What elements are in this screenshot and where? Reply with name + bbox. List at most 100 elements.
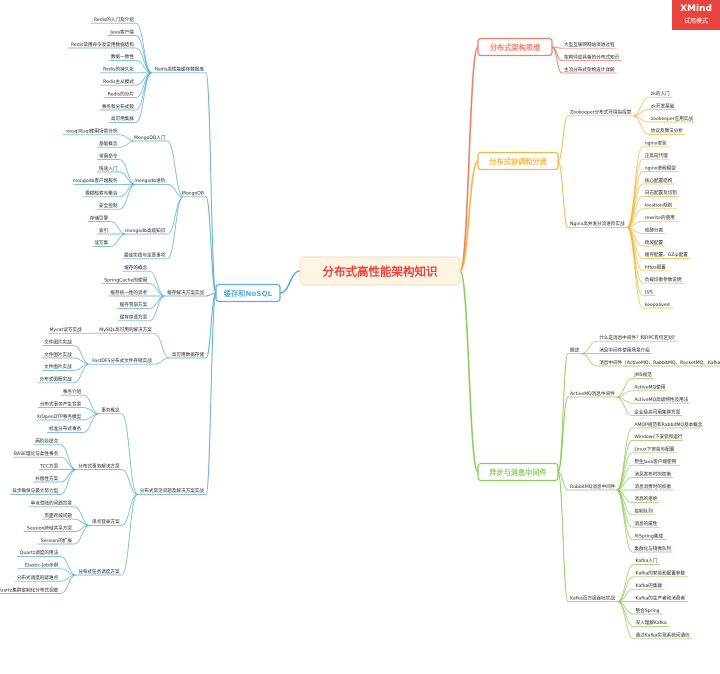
topic-node[interactable]: FastDFS分布式文件存储实战 bbox=[89, 357, 154, 365]
topic-node[interactable]: 什么是消息中间件？和RPC有何区别？ bbox=[597, 334, 679, 342]
topic-node[interactable]: 消息消费时的权衡 bbox=[632, 483, 674, 491]
topic-node[interactable]: BASE理论与柔性事务 bbox=[13, 450, 61, 458]
topic-node[interactable]: 分布式事务产生背景 bbox=[37, 400, 84, 408]
topic-node[interactable]: 负载均衡参数说明 bbox=[642, 276, 684, 284]
topic-node[interactable]: 主流分布式架构设计详解 bbox=[562, 66, 617, 74]
topic-node[interactable]: 集群化与镜像队列 bbox=[632, 545, 674, 553]
topic-node[interactable]: X/OpenDTP事务模型 bbox=[37, 413, 84, 421]
topic-node[interactable]: 基础概念 bbox=[97, 140, 120, 148]
main-branch[interactable]: 异步与消息中间件 bbox=[477, 462, 559, 482]
topic-node[interactable]: Redis的持久化 bbox=[100, 66, 136, 74]
topic-node[interactable]: Redis主从模式 bbox=[100, 78, 136, 86]
topic-node[interactable]: nginx安装 bbox=[642, 140, 670, 148]
topic-node[interactable]: RabbitMQ消息中间件 bbox=[568, 483, 617, 491]
topic-node[interactable]: 分布式常见问题及解决方案实战 bbox=[137, 487, 206, 495]
topic-node[interactable]: 协议及算法分析 bbox=[648, 127, 686, 135]
topic-node[interactable]: MySQL高可用的解决方案 bbox=[99, 326, 154, 334]
topic-node[interactable]: Linux下安装与配置 bbox=[632, 446, 678, 454]
topic-node[interactable]: 跨域配置 bbox=[642, 239, 666, 247]
topic-node[interactable]: Kafka的安装和配置参数 bbox=[633, 570, 688, 578]
topic-node[interactable]: 消息中间件（ActiveMQ、RabbitMQ、RocketMQ、Kafka）的… bbox=[597, 359, 720, 367]
topic-node[interactable]: 缓存配置、GZip配置 bbox=[642, 251, 690, 259]
topic-node[interactable]: Mycat读写实战 bbox=[47, 326, 84, 334]
topic-node[interactable]: 分布式图册实战 bbox=[37, 376, 74, 384]
xmind-watermark-badge[interactable]: XMind 试用模式 bbox=[672, 0, 720, 30]
topic-node[interactable]: 日志配置及切割 bbox=[642, 189, 679, 197]
topic-node[interactable]: Redis的分片 bbox=[104, 90, 136, 98]
topic-node[interactable]: Session跨域共享方案 bbox=[23, 524, 74, 532]
topic-node[interactable]: 快速入门 bbox=[97, 165, 120, 173]
topic-node[interactable]: 文件图片实战 bbox=[42, 338, 74, 346]
topic-node[interactable]: Kafka的集群 bbox=[633, 582, 665, 590]
topic-node[interactable]: 单点登录方案 bbox=[90, 518, 122, 526]
topic-node[interactable]: Kafka百万级吞吐实战 bbox=[568, 594, 618, 602]
topic-node[interactable]: Java客户端 bbox=[107, 28, 136, 36]
topic-node[interactable]: SpringCache的使用 bbox=[102, 276, 150, 284]
topic-node[interactable]: 事务概念 bbox=[99, 407, 122, 415]
topic-node[interactable]: LVS bbox=[642, 289, 655, 296]
topic-node[interactable]: 高可用集群 bbox=[108, 115, 136, 123]
topic-node[interactable]: 模糊检索与聚合 bbox=[83, 190, 120, 198]
topic-node[interactable]: 事务和分布式锁 bbox=[99, 103, 136, 111]
topic-node[interactable]: 消息中间件使用场景介绍 bbox=[597, 346, 652, 354]
topic-node[interactable]: Zookeeper分布式环境指挥官 bbox=[568, 109, 633, 117]
topic-node[interactable]: 动静分离 bbox=[642, 226, 666, 234]
topic-node[interactable]: 控制队列 bbox=[632, 508, 655, 516]
topic-node[interactable]: TCC方案 bbox=[38, 462, 61, 470]
topic-node[interactable]: 文件图片实战 bbox=[42, 363, 74, 371]
topic-node[interactable]: 核心配置结构 bbox=[642, 177, 675, 185]
topic-node[interactable]: mongodb高级知识 bbox=[125, 227, 168, 235]
topic-node[interactable]: Quartz集群定制化分布式调度 bbox=[0, 586, 61, 594]
topic-node[interactable]: location规则 bbox=[642, 202, 678, 210]
topic-node[interactable]: ActiveMQ使用 bbox=[632, 384, 667, 392]
topic-node[interactable]: 最佳实践与注意事项 bbox=[121, 252, 168, 260]
topic-node[interactable]: 缓存统一性的思考 bbox=[108, 289, 150, 297]
topic-node[interactable]: 补偿性方案 bbox=[33, 475, 61, 483]
topic-node[interactable]: Kafka入门 bbox=[633, 557, 661, 565]
topic-node[interactable]: ActiveMQ高级特性及用法 bbox=[632, 396, 690, 404]
topic-node[interactable]: 数据一致性 bbox=[108, 53, 136, 61]
topic-node[interactable]: 文件图片实战 bbox=[42, 351, 74, 359]
topic-node[interactable]: Session的扩展 bbox=[37, 537, 74, 545]
topic-node[interactable]: AMQP规范和RabbitMQ基本概念 bbox=[632, 421, 703, 429]
topic-node[interactable]: 架构师应具备的分布式知识 bbox=[562, 53, 622, 61]
topic-node[interactable]: Redis的入门及介绍 bbox=[90, 16, 136, 24]
topic-node[interactable]: 索引 bbox=[97, 227, 111, 235]
topic-node[interactable]: 事务介绍 bbox=[60, 388, 84, 396]
topic-node[interactable]: 大型互联网网站演进过程 bbox=[562, 41, 617, 49]
topic-node[interactable]: 常用命令 bbox=[97, 152, 120, 160]
topic-node[interactable]: JMS规范 bbox=[632, 371, 654, 379]
topic-node[interactable]: 消息的拒绝 bbox=[632, 495, 660, 503]
topic-node[interactable]: 缓存穿透方案 bbox=[117, 314, 150, 322]
topic-node[interactable]: 两阶段提交 bbox=[33, 438, 61, 446]
topic-node[interactable]: 高可用数据存储 bbox=[169, 351, 206, 359]
topic-node[interactable]: Elastic-Job示例 bbox=[17, 562, 61, 570]
topic-node[interactable]: zookeeper应用实战 bbox=[648, 115, 696, 123]
topic-node[interactable]: Kafka的生产者和消费者 bbox=[633, 594, 688, 602]
topic-node[interactable]: 通过Kafka实现系统间通信 bbox=[633, 632, 693, 640]
topic-node[interactable]: 正反向代理 bbox=[642, 152, 670, 160]
topic-node[interactable]: 企业级高可用集群方案 bbox=[632, 408, 683, 416]
topic-node[interactable]: 标准分布式事务 bbox=[47, 425, 84, 433]
topic-node[interactable]: 原生Java客户端使用 bbox=[632, 458, 680, 466]
topic-node[interactable]: ActiveMQ消息中间件 bbox=[568, 390, 617, 398]
topic-node[interactable]: 深入理解Kafka bbox=[633, 619, 670, 627]
topic-node[interactable]: 读写集 bbox=[92, 239, 111, 247]
root-topic-box[interactable] bbox=[299, 256, 461, 286]
topic-node[interactable]: 安全控制 bbox=[97, 202, 120, 210]
topic-node[interactable]: zk开发基础 bbox=[648, 102, 677, 110]
topic-node[interactable]: 异步确保与最大努力型 bbox=[10, 487, 61, 495]
topic-node[interactable]: 页面跨域问题 bbox=[42, 512, 74, 520]
main-branch[interactable]: 分布式架构思维 bbox=[477, 37, 553, 57]
topic-node[interactable]: 存储引擎 bbox=[87, 214, 111, 222]
topic-node[interactable]: 概述 bbox=[568, 346, 582, 354]
topic-node[interactable]: 分布式事务解决方案 bbox=[76, 462, 122, 470]
topic-node[interactable]: 消息发布时的权衡 bbox=[632, 470, 674, 478]
main-branch[interactable]: 缓存和NoSQL bbox=[215, 283, 281, 303]
topic-node[interactable]: 缓存雪崩方案 bbox=[117, 301, 150, 309]
topic-node[interactable]: mongodb客户端服务 bbox=[73, 177, 120, 185]
topic-node[interactable]: MongoDB bbox=[182, 191, 206, 198]
topic-node[interactable]: 消息的属性 bbox=[632, 520, 660, 528]
topic-node[interactable]: nosql与sql使用场景分析 bbox=[61, 128, 120, 136]
topic-node[interactable]: 缓存解决方案实战 bbox=[165, 289, 206, 297]
